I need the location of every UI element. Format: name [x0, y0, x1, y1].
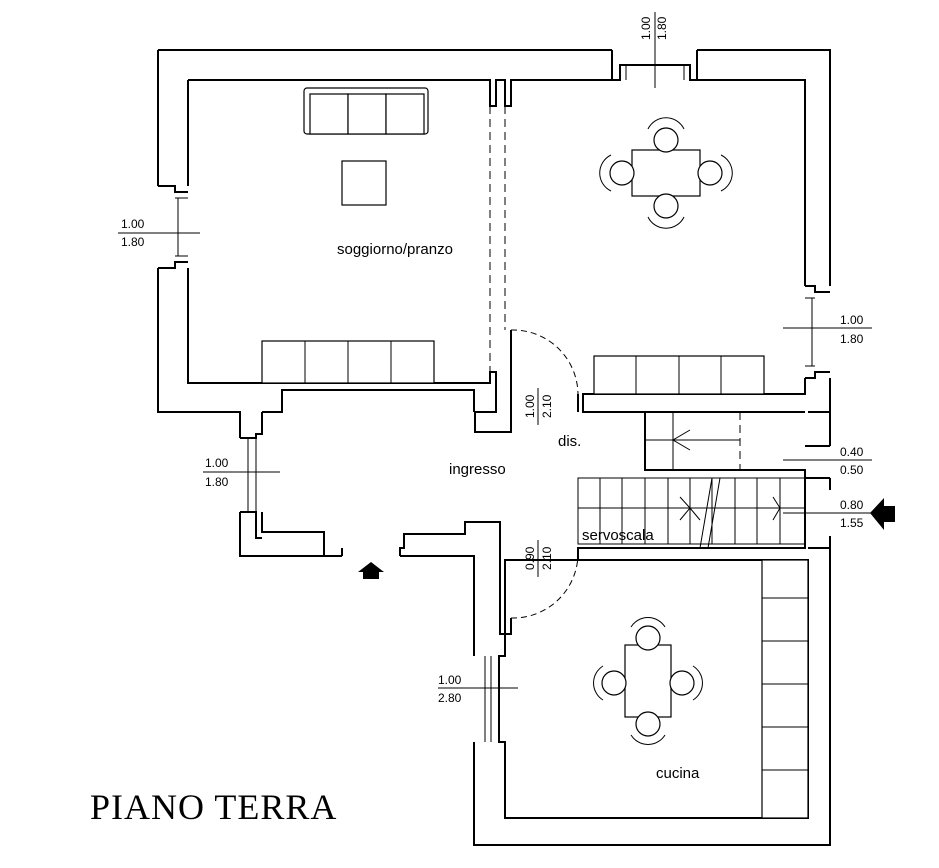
dim-height: 2.10	[540, 546, 554, 570]
dim-height: 1.55	[840, 516, 864, 530]
dim-width: 1.00	[840, 313, 864, 327]
dim-door-cucina: 0.90 2.10	[523, 546, 554, 570]
dim-width: 0.40	[840, 445, 864, 459]
sideboard-right	[593, 355, 765, 395]
dimension-lines	[118, 12, 872, 689]
room-label-ingresso: ingresso	[449, 461, 506, 478]
room-label-soggiorno: soggiorno/pranzo	[337, 241, 453, 258]
dining-table-cucina	[593, 617, 703, 745]
dining-table-pranzo	[599, 117, 733, 229]
room-label-servoscala: servoscala	[582, 527, 654, 544]
dim-height: 1.80	[121, 235, 145, 249]
dim-height: 1.80	[655, 16, 669, 40]
coffee-table	[341, 160, 387, 206]
room-label-dis: dis.	[558, 433, 581, 450]
dim-stair-window-lower: 0.80 1.55	[840, 498, 864, 530]
dim-ingresso-left: 1.00 1.80	[205, 456, 229, 489]
left-arrow-icon	[870, 498, 895, 530]
dim-height: 1.80	[205, 475, 229, 489]
plan-title: PIANO TERRA	[90, 787, 337, 827]
dim-width: 0.80	[840, 498, 864, 512]
dim-width: 1.00	[523, 394, 537, 418]
dim-top-window: 1.00 1.80	[639, 16, 669, 40]
dim-height: 1.80	[840, 332, 864, 346]
sideboard-left	[261, 340, 435, 384]
dim-cucina-left: 1.00 2.80	[438, 673, 462, 705]
dim-width: 1.00	[639, 16, 653, 40]
dim-width: 0.90	[523, 546, 537, 570]
kitchen-counter	[761, 559, 809, 819]
window-sills	[175, 65, 815, 742]
dim-height: 2.10	[540, 394, 554, 418]
dim-width: 1.00	[121, 217, 145, 231]
dim-soggiorno-left: 1.00 1.80	[121, 217, 145, 249]
up-arrow-icon	[358, 562, 384, 579]
walls	[157, 49, 831, 846]
door-swings	[510, 329, 579, 619]
staircase	[577, 412, 806, 549]
dim-stair-window-upper: 0.40 0.50	[840, 445, 864, 477]
dim-height: 0.50	[840, 463, 864, 477]
room-label-cucina: cucina	[656, 765, 700, 782]
dim-door-dis: 1.00 2.10	[523, 394, 554, 418]
dim-height: 2.80	[438, 691, 462, 705]
dim-pranzo-right: 1.00 1.80	[840, 313, 864, 346]
sofa	[303, 87, 429, 135]
dim-width: 1.00	[438, 673, 462, 687]
dim-width: 1.00	[205, 456, 229, 470]
